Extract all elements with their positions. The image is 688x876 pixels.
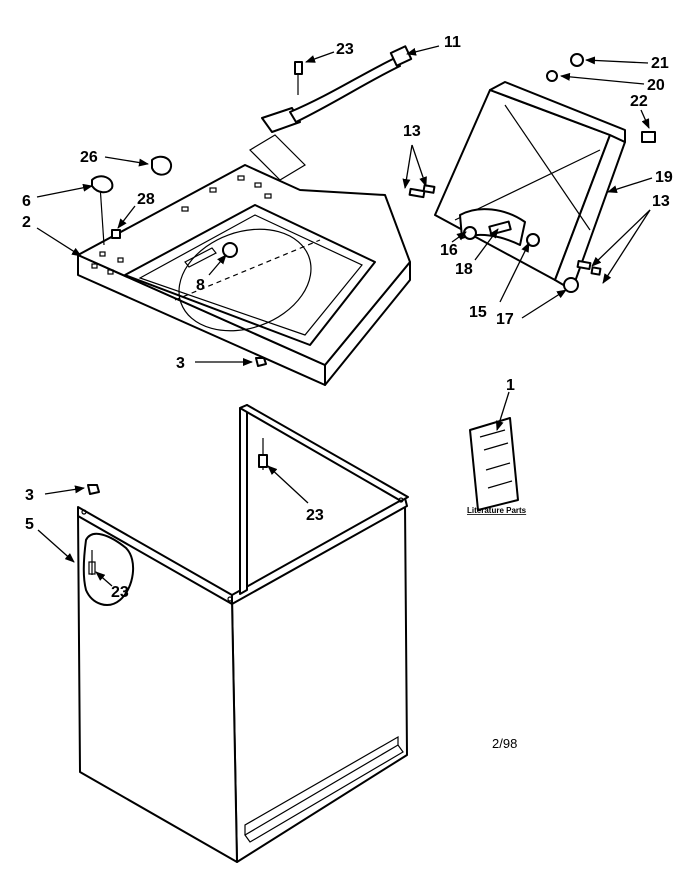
part-label-15: 15: [469, 304, 487, 321]
part-label-18: 18: [455, 261, 473, 278]
part-label-6: 6: [22, 193, 31, 210]
part-label-23-rear: 23: [306, 507, 324, 524]
washer-lid: [408, 81, 626, 293]
part-label-21: 21: [651, 55, 669, 72]
revision-date: 2/98: [492, 736, 517, 751]
hardware: [87, 53, 656, 495]
part-label-3-upper: 3: [176, 355, 185, 372]
part-label-19: 19: [655, 169, 673, 186]
leader-lines: [36, 45, 653, 587]
part-label-2: 2: [22, 214, 31, 231]
part-label-8: 8: [196, 277, 205, 294]
part-label-5: 5: [25, 516, 34, 533]
part-label-20: 20: [647, 77, 665, 94]
part-label-1: 1: [506, 377, 515, 394]
part-label-22: 22: [630, 93, 648, 110]
literature-parts-caption: Literature Parts: [467, 506, 527, 515]
cabinet: [77, 404, 409, 863]
part-label-28: 28: [137, 191, 155, 208]
washer-top: [77, 164, 411, 386]
part-label-23-front: 23: [111, 584, 129, 601]
part-label-13-lower: 13: [652, 193, 670, 210]
part-label-13-upper: 13: [403, 123, 421, 140]
part-label-3-lower: 3: [25, 487, 34, 504]
part-label-23-harness: 23: [336, 41, 354, 58]
part-label-26: 26: [80, 149, 98, 166]
part-label-17: 17: [496, 311, 514, 328]
part-label-16: 16: [440, 242, 458, 259]
part-labels: 11 23 21 20 22 19 13 13 16 18 15 17 26 6…: [22, 34, 673, 751]
lid-switch-harness: [249, 45, 413, 181]
literature-parts: [469, 417, 519, 511]
part-label-11: 11: [444, 34, 461, 51]
